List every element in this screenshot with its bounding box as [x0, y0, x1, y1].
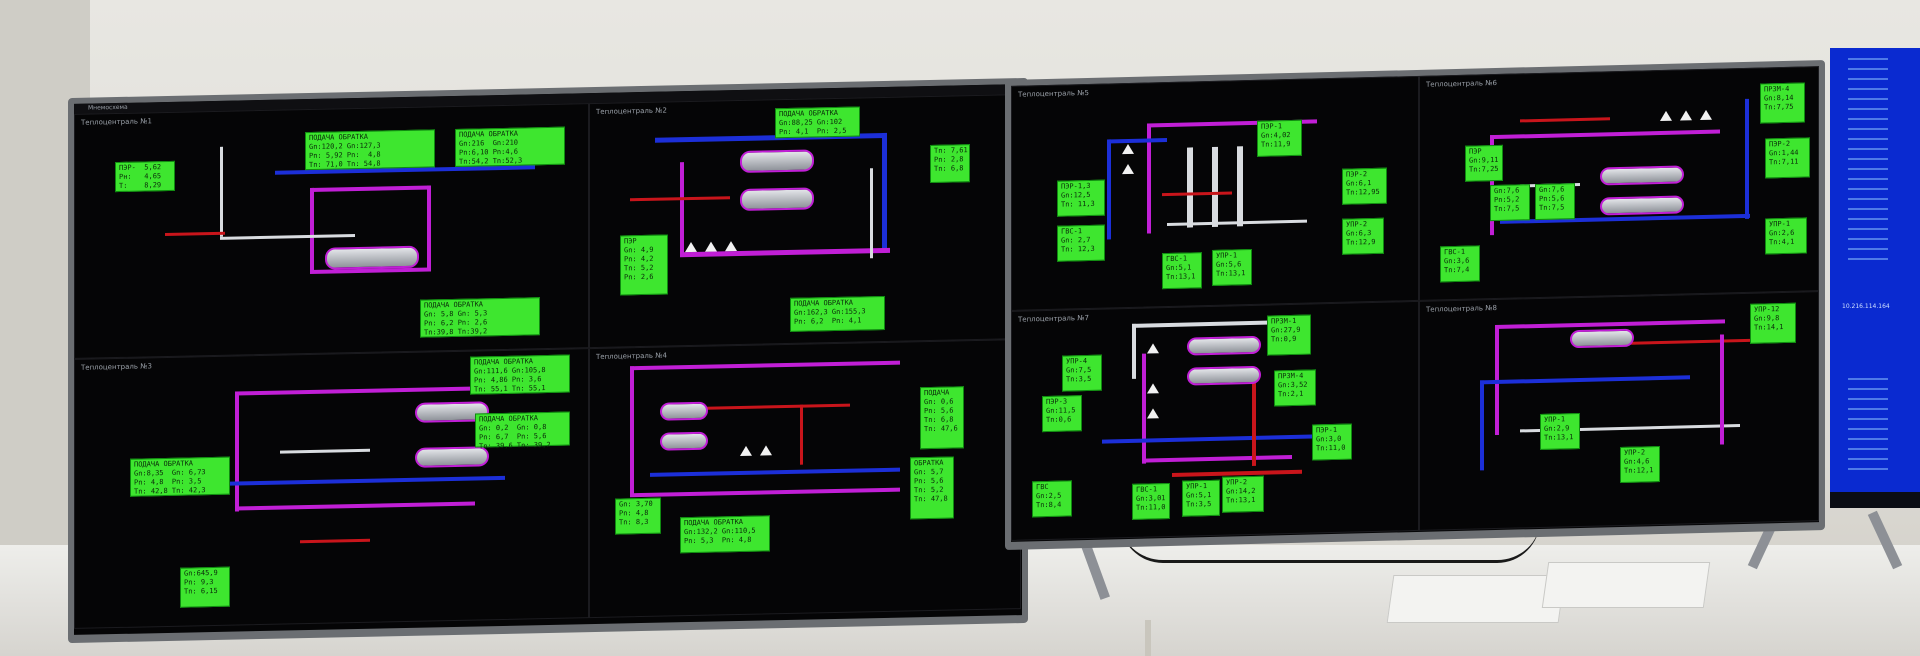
supply-return-label: ПОДАЧА ОБРАТКА Gn: 0,2 Gn: 0,8 Pn: 6,7 P…	[475, 411, 570, 450]
panel-5[interactable]: Теплоцентраль №5 ПЭР-1,3 Gn:12,5 Tn: 11,…	[1011, 75, 1419, 311]
sensor-label: ПЭР-3 Gn:11,5 Tn:0,6	[1042, 395, 1082, 433]
sensor-label: ПЭР-1,3 Gn:12,5 Tn: 11,3	[1057, 179, 1105, 217]
sensor-label: ПРЗМ-4 Gn:8,14 Tn:7,75	[1760, 82, 1805, 124]
sensor-label: УПР-2 Gn:6,3 Tn:12,9	[1342, 217, 1384, 255]
sensor-label: ГВС-1 Gn:5,1 Tn:13,1	[1162, 252, 1202, 290]
panel-title: Теплоцентраль №8	[1426, 303, 1497, 314]
monitor-left: Мнемосхема Теплоцентраль №1 ПЭР- 5,62 Рн…	[68, 77, 1028, 644]
paper-sheet	[1386, 575, 1566, 623]
screen-left: Мнемосхема Теплоцентраль №1 ПЭР- 5,62 Рн…	[74, 84, 1022, 635]
sensor-label: Gn:645,9 Pn: 9,3 Tn: 6,15	[180, 566, 230, 608]
sensor-label: УПР-1 Gn:2,9 Tn:13,1	[1540, 412, 1580, 450]
panel-title: Теплоцентраль №5	[1018, 88, 1089, 99]
sensor-label: ПЭР Gn: 4,9 Pn: 4,2 Tn: 5,2 Pn: 2,6	[620, 234, 668, 296]
panel-title: Теплоцентраль №4	[596, 351, 667, 361]
side-monitor-screen: 10.216.114.164	[1830, 48, 1920, 508]
cable	[1120, 520, 1540, 563]
sensor-label: УПР-1 Gn:2,6 Tn:4,1	[1765, 217, 1807, 255]
panel-1[interactable]: Теплоцентраль №1 ПЭР- 5,62 Рн: 4,65 Т: 8…	[74, 103, 589, 359]
panel-7[interactable]: Теплоцентраль №7 УПР-4 Gn:7,5 Tn:3,5 ПЭР…	[1011, 300, 1419, 541]
sensor-label: ГВС-1 Gn: 2,7 Tn: 12,3	[1057, 224, 1105, 262]
sensor-label: УПР-1 Gn:5,1 Tn:3,5	[1182, 479, 1220, 517]
sensor-label: УПР-2 Gn:4,6 Tn:12,1	[1620, 446, 1660, 483]
sensor-label: ГВС Gn:2,5 Tn:8,4	[1032, 480, 1072, 518]
panel-6[interactable]: Теплоцентраль №6 ПЭР Gn:9,11 Tn:7,25 Gn:…	[1419, 66, 1819, 301]
sensor-label: УПР-1 Gn:5,6 Tn:13,1	[1212, 248, 1252, 286]
supply-return-label: ПОДАЧА ОБРАТКА Gn:111,6 Gn:105,8 Pn: 4,8…	[470, 354, 570, 395]
supply-return-label: ПОДАЧА ОБРАТКА Gn:216 Gn:210 Pn:6,10 Pn:…	[455, 126, 565, 167]
panel-4[interactable]: Теплоцентраль №4 ПОДАЧА Gn: 0,6 Pn: 5,6 …	[589, 339, 1021, 619]
supply-return-label: ПОДАЧА ОБРАТКА Gn: 5,8 Gn: 5,3 Pn: 6,2 P…	[420, 297, 540, 338]
paper-sheet	[1541, 562, 1711, 608]
sensor-label: УПР-2 Gn:14,2 Tn:13,1	[1222, 475, 1264, 513]
sensor-label: ПРЗМ-4 Gn:3,52 Tn:2,1	[1274, 369, 1316, 407]
sensor-label: ПЭР-2 Gn:6,1 Tn:12,95	[1342, 167, 1387, 205]
sensor-label: ОБРАТКА Gn: 5,7 Pn: 5,6 Tn: 5,2 Tn: 47,8	[910, 456, 954, 520]
sensor-label: ПЭР-1 Gn:4,02 Tn:11,9	[1257, 119, 1302, 157]
sensor-label: Gn:7,6 Pn:5,2 Tn:7,5	[1490, 184, 1530, 222]
panel-title: Теплоцентраль №7	[1018, 313, 1089, 324]
supply-return-label: ПОДАЧА ОБРАТКА Gn:88,25 Gn:102 Pn: 4,1 P…	[775, 106, 860, 139]
sensor-label: Gn:7,6 Pn:5,6 Tn:7,5	[1535, 183, 1575, 221]
sensor-label: ПЭР-1 Gn:3,0 Tn:11,0	[1312, 423, 1352, 461]
panel-title: Теплоцентраль №6	[1426, 78, 1497, 89]
supply-return-label: ПОДАЧА ОБРАТКА Gn:132,2 Gn:110,5 Pn: 5,3…	[680, 515, 770, 554]
sensor-label: УПР-12 Gn:9,8 Tn:14,1	[1750, 302, 1796, 344]
sensor-label: Tn: 7,61 Pn: 2,8 Tn: 6,8	[930, 144, 970, 183]
sensor-label: УПР-4 Gn:7,5 Tn:3,5	[1062, 354, 1102, 392]
panel-title: Теплоцентраль №3	[81, 362, 152, 372]
sensor-label: ПЭР-2 Gn:1,44 Tn:7,11	[1765, 137, 1810, 179]
panel-3[interactable]: Теплоцентраль №3 ПОДАЧА ОБРАТКА Gn:111,6…	[74, 348, 589, 629]
sensor-label: ГВС-1 Gn:3,01 Tn:11,0	[1132, 482, 1170, 520]
supply-return-label: ПОДАЧА ОБРАТКА Gn:8,35 Gn: 6,73 Pn: 4,8 …	[130, 456, 230, 497]
desk-gap	[1145, 620, 1151, 656]
panel-8[interactable]: Теплоцентраль №8 УПР-1 Gn:2,9 Tn:13,1 УП…	[1419, 291, 1819, 531]
sensor-label: ПЭР Gn:9,11 Tn:7,25	[1465, 144, 1503, 182]
supply-return-label: ПОДАЧА ОБРАТКА Gn:162,3 Gn:155,3 Pn: 6,2…	[790, 295, 885, 332]
sensor-label: ПЭР- 5,62 Рн: 4,65 Т: 8,29	[115, 160, 175, 193]
sensor-label: Gn: 3,70 Pn: 4,8 Tn: 8,3	[615, 497, 661, 535]
taskbar	[1830, 492, 1920, 508]
sensor-label: ПОДАЧА Gn: 0,6 Pn: 5,6 Tn: 6,8 Tn: 47,6	[920, 386, 964, 450]
supply-return-label: ПОДАЧА ОБРАТКА Gn:120,2 Gn:127,3 Pn: 5,9…	[305, 129, 435, 171]
screen-right: Теплоцентраль №5 ПЭР-1,3 Gn:12,5 Tn: 11,…	[1011, 66, 1819, 542]
side-info-text: 10.216.114.164	[1842, 303, 1890, 310]
sensor-label: ГВС-1 Gn:3,6 Tn:7,4	[1440, 245, 1480, 283]
panel-title: Теплоцентраль №1	[81, 117, 152, 127]
panel-2[interactable]: Теплоцентраль №2 ПОДАЧА ОБРАТКА Gn:88,25…	[589, 94, 1021, 349]
sensor-label: ПРЗМ-1 Gn:27,9 Tn:0,9	[1267, 314, 1311, 356]
monitor-right: Теплоцентраль №5 ПЭР-1,3 Gn:12,5 Tn: 11,…	[1005, 59, 1825, 551]
panel-title: Теплоцентраль №2	[596, 106, 667, 116]
